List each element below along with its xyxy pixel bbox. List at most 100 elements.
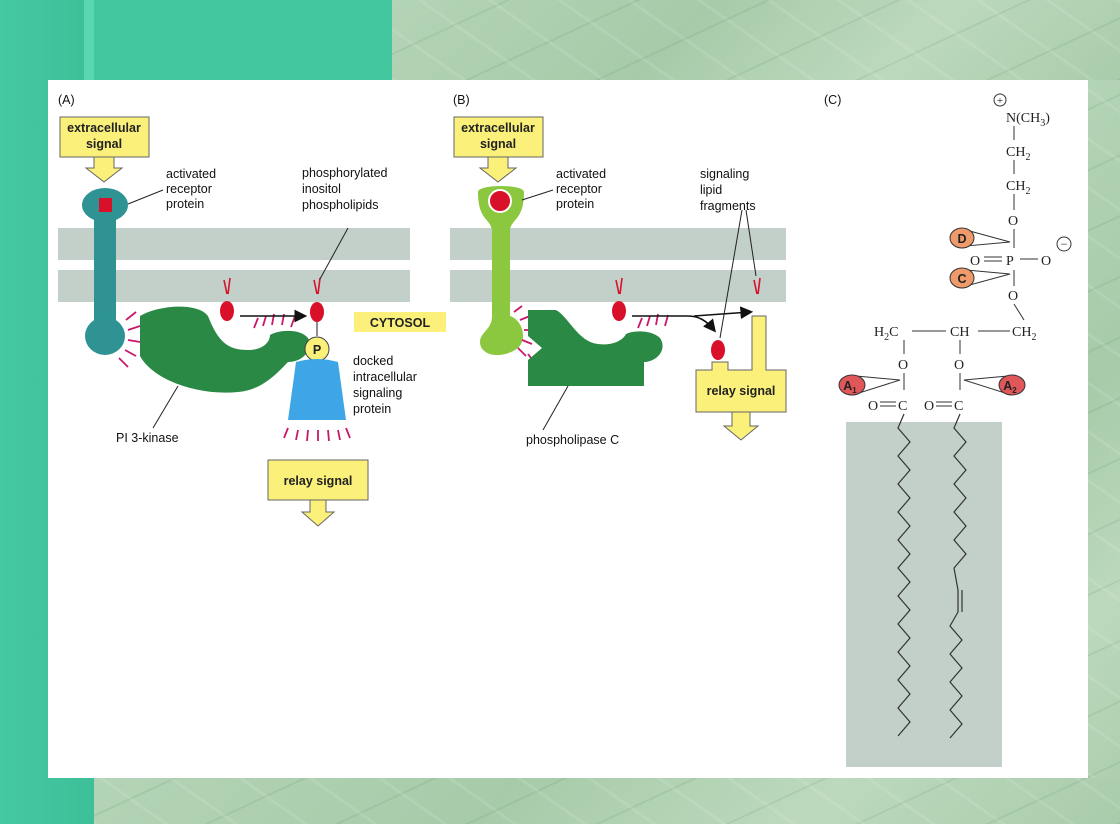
signal-box-b-line-1: extracellular <box>461 121 535 135</box>
inositol-phospholipid <box>220 277 234 321</box>
carbonyl-c-1: C <box>898 399 907 414</box>
site-d-label: D <box>957 232 966 246</box>
h2c-group: H2C <box>874 325 898 343</box>
panel-a: (A) extracellular signal activated recep… <box>58 93 446 527</box>
fragments-label-3: fragments <box>700 199 756 213</box>
positive-charge-icon <box>993 93 1007 107</box>
background-teal-top <box>94 0 392 80</box>
cleavage-site-a1: A1 <box>838 374 901 396</box>
signal-box-b-line-2: signal <box>480 137 516 151</box>
activation-marks-receptor-a <box>118 311 141 368</box>
relay-signal-label-a: relay signal <box>284 474 353 488</box>
background-stripe <box>84 0 94 80</box>
oxygen-1: O <box>1008 214 1018 229</box>
hydrophobic-region <box>846 422 1002 767</box>
lipid-fragment-head <box>711 340 725 360</box>
ester-oxygen-2: O <box>954 358 964 373</box>
fragments-pointer-2 <box>745 209 757 277</box>
site-c-label: C <box>957 272 966 286</box>
lipid-fragment-tail <box>753 277 761 295</box>
receptor-label-b-3: protein <box>556 197 594 211</box>
signal-box-line-1: extracellular <box>67 121 141 135</box>
phosphorylated-phospholipid <box>310 277 324 336</box>
phosphate-marker: P <box>313 343 321 357</box>
ch-group: CH <box>950 325 969 340</box>
receptor-protein-b <box>478 186 524 356</box>
phosphate-oxygen-double: O <box>970 254 980 269</box>
cytosol-tag <box>354 312 446 332</box>
phospho-label-1: phosphorylated <box>302 166 388 180</box>
receptor-label-a-2: receptor <box>166 182 212 196</box>
receptor-protein-a <box>82 188 128 355</box>
phospholipase-c-enzyme <box>528 310 663 386</box>
membrane-outer-leaflet <box>58 228 410 260</box>
cleavage-arrow-right <box>693 306 754 320</box>
receptor-label-a-3: protein <box>166 197 204 211</box>
activation-marks-docked <box>283 427 351 442</box>
signaling-diagram: (A) extracellular signal activated recep… <box>58 93 1072 767</box>
docked-label-4: protein <box>353 402 391 416</box>
relay-signal-box-a: relay signal <box>267 459 369 527</box>
enzyme-label-a: PI 3-kinase <box>116 431 179 445</box>
docked-label-2: intracellular <box>353 370 417 384</box>
enzyme-label-b: phospholipase C <box>526 433 619 447</box>
enzyme-pointer-a <box>152 385 179 429</box>
phospholipid-b <box>612 277 626 321</box>
carbonyl-c-2: C <box>954 399 963 414</box>
phospho-pointer <box>319 227 349 280</box>
ch2-lower: CH2 <box>1006 179 1030 197</box>
receptor-label-b-2: receptor <box>556 182 602 196</box>
bound-signal-molecule-b <box>488 189 512 213</box>
background-leaf-top <box>392 0 1120 80</box>
ester-oxygen-1: O <box>898 358 908 373</box>
background-leaf-bottom <box>94 778 1120 824</box>
receptor-pointer-a <box>127 189 164 205</box>
fragments-label-1: signaling <box>700 167 749 181</box>
cytosol-label: CYTOSOL <box>370 316 431 330</box>
cleavage-site-a2: A2 <box>963 374 1026 396</box>
phosphate-oxygen-neg: O <box>1041 254 1051 269</box>
phosphorus: P <box>1006 254 1014 269</box>
site-a1-label: A1 <box>843 379 857 395</box>
panel-c: (C) + N(CH3) CH2 CH2 O O P O − O D <box>824 93 1072 767</box>
relay-signal-label-b: relay signal <box>707 384 776 398</box>
docked-signaling-protein: P <box>288 336 346 420</box>
carbonyl-o-1: O <box>868 399 878 414</box>
ch2-glycerol: CH2 <box>1012 325 1036 343</box>
cleavage-site-d: D <box>949 227 1011 249</box>
relay-signal-box-b: relay signal <box>695 315 787 441</box>
pi-3-kinase-enzyme <box>140 306 310 393</box>
choline-n-group: N(CH3) <box>1006 111 1050 129</box>
ch2-upper: CH2 <box>1006 145 1030 163</box>
fragments-label-2: lipid <box>700 183 722 197</box>
fatty-acid-chain-1 <box>897 413 911 737</box>
positive-charge-symbol: + <box>997 95 1003 107</box>
cleavage-site-c: C <box>949 267 1011 289</box>
panel-b-letter: (B) <box>453 93 470 107</box>
docked-label-3: signaling <box>353 386 402 400</box>
signal-box-line-2: signal <box>86 137 122 151</box>
extracellular-signal-box: extracellular signal <box>59 116 150 183</box>
figure-panel: (A) extracellular signal activated recep… <box>48 80 1088 778</box>
negative-charge-symbol: − <box>1061 237 1068 251</box>
receptor-pointer-b <box>521 189 554 201</box>
extracellular-signal-box-b: extracellular signal <box>453 116 544 183</box>
enzyme-pointer-b <box>542 385 569 431</box>
panel-a-letter: (A) <box>58 93 75 107</box>
negative-charge-icon <box>1056 236 1072 252</box>
carbonyl-o-2: O <box>924 399 934 414</box>
panel-b: (B) extracellular signal activated recep… <box>450 93 787 447</box>
panel-c-letter: (C) <box>824 93 841 107</box>
bound-signal-molecule <box>99 198 112 212</box>
fragments-pointer-1 <box>719 209 743 339</box>
membrane-inner-leaflet <box>58 270 410 302</box>
oxygen-2: O <box>1008 289 1018 304</box>
site-a2-label: A2 <box>1003 379 1017 395</box>
phospho-label-3: phospholipids <box>302 198 378 212</box>
phospho-label-2: inositol <box>302 182 341 196</box>
bond-6 <box>1013 303 1025 321</box>
cleavage-arrow-down <box>632 315 716 333</box>
docked-label-1: docked <box>353 354 393 368</box>
receptor-label-b-1: activated <box>556 167 606 181</box>
background-leaf-right <box>1088 80 1120 824</box>
